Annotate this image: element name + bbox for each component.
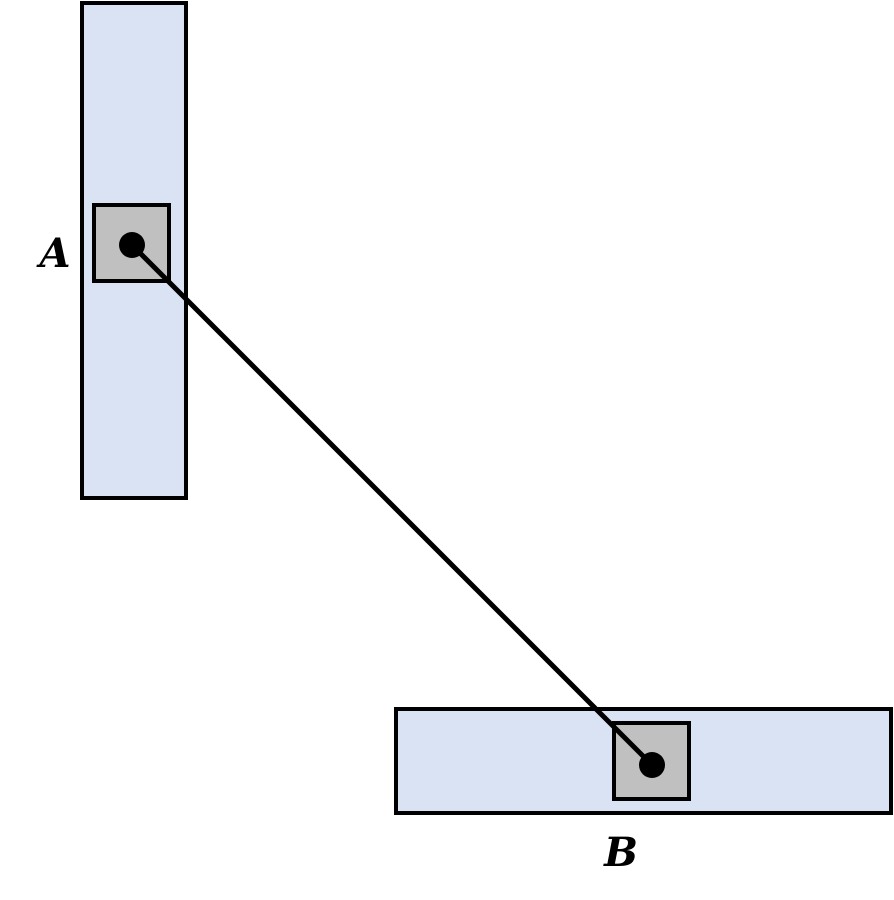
label-a: A <box>35 230 70 277</box>
label-b: B <box>603 829 638 876</box>
joint-a <box>119 232 145 258</box>
joint-b <box>639 752 665 778</box>
connecting-rod <box>130 243 654 767</box>
